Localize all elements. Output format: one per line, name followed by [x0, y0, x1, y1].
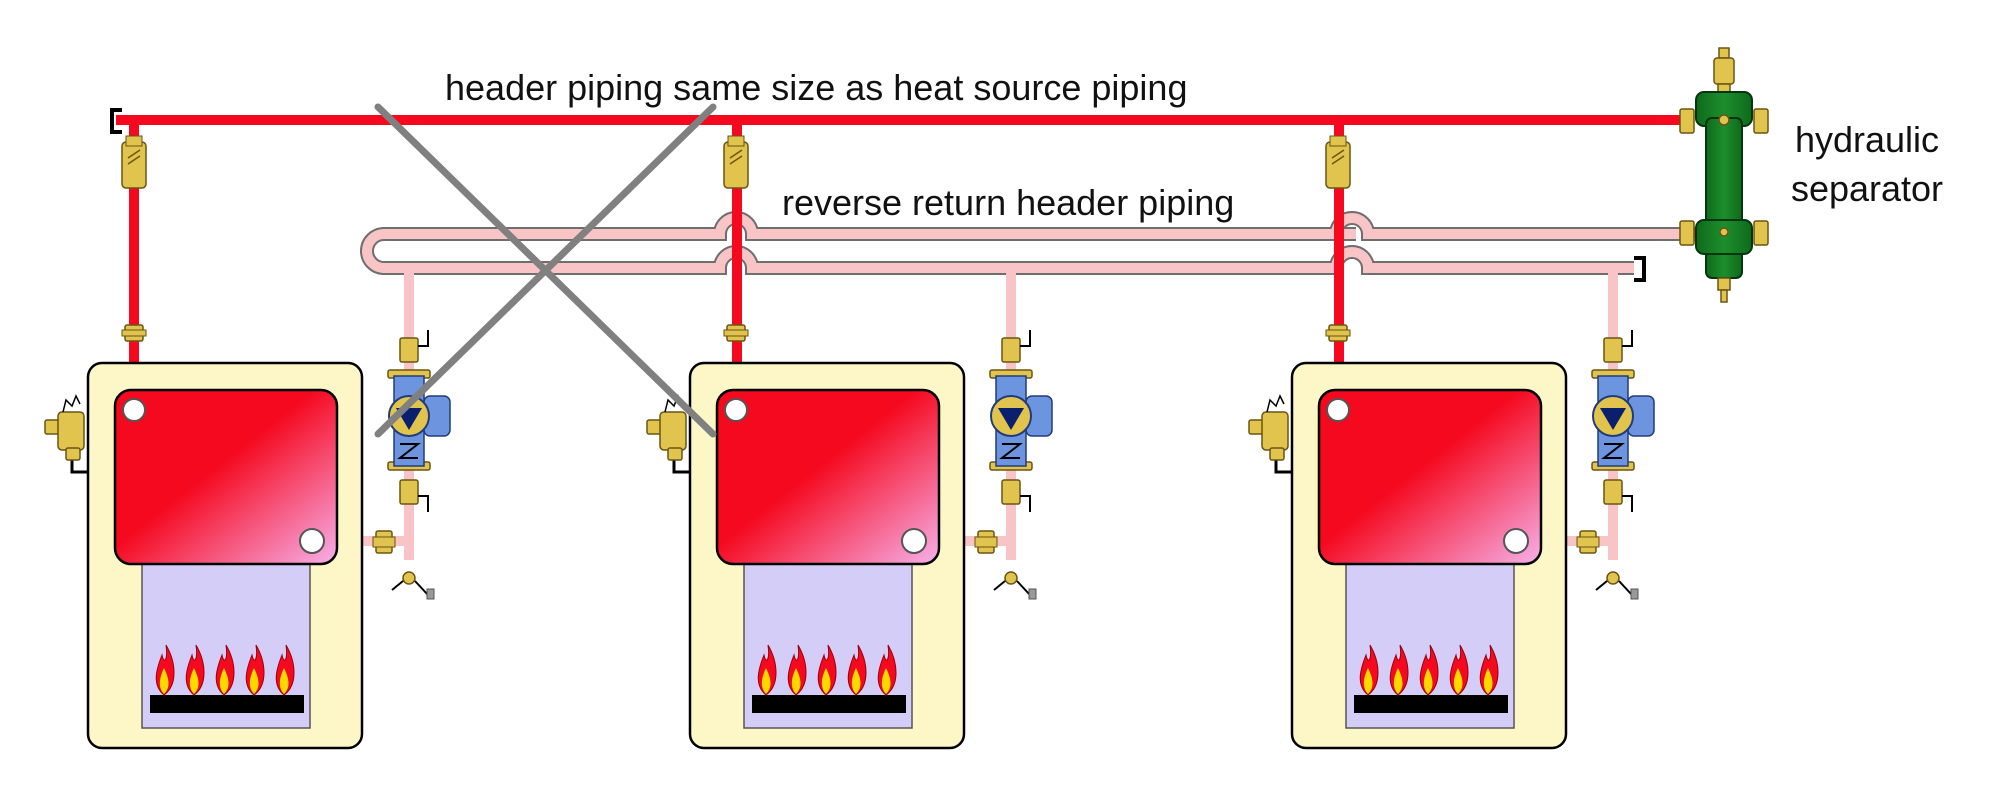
boiler-2	[646, 135, 1053, 750]
drain-valve-icon	[391, 571, 435, 600]
flow-check-icon	[1325, 135, 1351, 189]
flame-icon	[1479, 644, 1499, 696]
flame-icon	[1419, 644, 1439, 696]
return-union	[372, 530, 396, 554]
separator-label-line1: hydraulic	[1795, 119, 1939, 160]
flow-check-icon	[723, 135, 749, 189]
burner	[1354, 695, 1508, 713]
reverse-return-label: reverse return header piping	[782, 182, 1234, 223]
strike-x	[374, 103, 717, 438]
air-vent-icon	[1713, 47, 1735, 95]
return-union	[1576, 530, 1600, 554]
flame-icon	[757, 644, 777, 696]
flame-icon	[155, 644, 175, 696]
heat-exchanger	[1317, 388, 1543, 566]
flame-icon	[817, 644, 837, 696]
flame-icon	[245, 644, 265, 696]
relief-valve-icon	[44, 394, 88, 474]
supply-port	[1326, 398, 1350, 422]
return-header-cap	[1634, 256, 1646, 282]
boiler-3	[1248, 135, 1655, 750]
flame-icon	[787, 644, 807, 696]
relief-valve-icon	[1248, 394, 1292, 474]
flame-icon	[185, 644, 205, 696]
supply-port	[724, 398, 748, 422]
supply-union	[121, 324, 147, 342]
drain-valve-icon	[1595, 571, 1639, 600]
return-port	[1503, 528, 1529, 554]
supply-port	[122, 398, 146, 422]
flame-icon	[1359, 644, 1379, 696]
flame-icon	[1449, 644, 1469, 696]
header-piping-label: header piping same size as heat source p…	[445, 67, 1187, 108]
heat-exchanger	[715, 388, 941, 566]
flow-check-icon	[121, 135, 147, 189]
supply-union	[723, 324, 749, 342]
flame-icon	[877, 644, 897, 696]
burner	[150, 695, 304, 713]
boilers	[44, 135, 1655, 750]
flame-icon	[215, 644, 235, 696]
supply-union	[1325, 324, 1351, 342]
separator-label-line2: separator	[1791, 168, 1943, 209]
return-port	[299, 528, 325, 554]
pump-icon	[1591, 330, 1655, 512]
return-union	[974, 530, 998, 554]
heat-exchanger	[113, 388, 339, 566]
pump-icon	[387, 330, 451, 512]
flame-icon	[1389, 644, 1409, 696]
return-port	[901, 528, 927, 554]
burner	[752, 695, 906, 713]
supply-header-cap	[110, 108, 122, 134]
flame-icon	[275, 644, 295, 696]
pump-icon	[989, 330, 1053, 512]
relief-valve-icon	[646, 394, 690, 474]
boiler-1	[44, 135, 451, 750]
drain-valve-icon	[993, 571, 1037, 600]
flame-icon	[847, 644, 867, 696]
hydraulic-separator	[1679, 47, 1769, 303]
